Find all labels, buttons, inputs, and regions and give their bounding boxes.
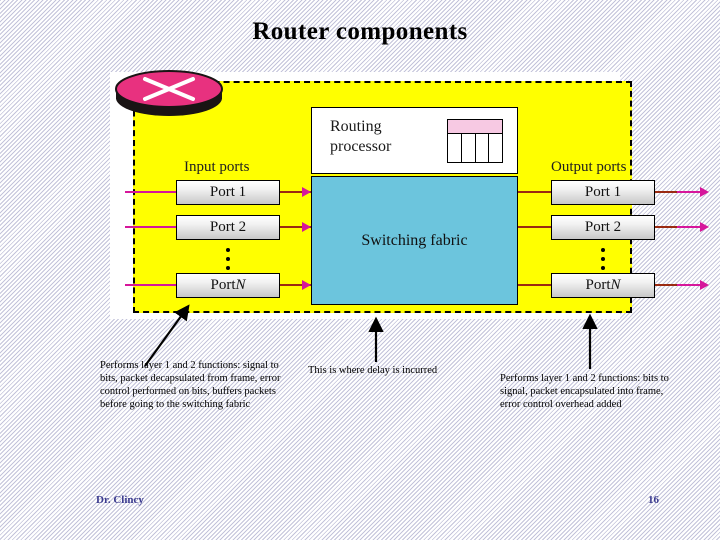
switching-fabric-box: Switching fabric (311, 176, 518, 305)
input-link-2-internal (279, 226, 311, 228)
routing-table-column (462, 134, 476, 162)
page-title: Router components (252, 18, 468, 45)
ellipsis-dot (601, 248, 605, 252)
routing-table-column (448, 134, 462, 162)
pointer-arrow-output-ports (582, 313, 598, 369)
input-port-n-label-prefix: Port (210, 277, 236, 293)
switching-fabric-label: Switching fabric (361, 231, 468, 249)
output-link-1-external (677, 191, 703, 193)
input-link-n-internal (279, 284, 311, 286)
output-arrow-n (700, 280, 709, 290)
output-arrow-1 (700, 187, 709, 197)
routing-table-header-row (448, 120, 502, 134)
ellipsis-dot (226, 266, 230, 270)
routing-table-columns (448, 134, 502, 162)
routing-table-column (476, 134, 490, 162)
output-port-1-label: Port 1 (584, 184, 622, 200)
output-port-2[interactable]: Port 2 (551, 215, 655, 240)
input-arrow-2 (302, 222, 311, 232)
input-link-2-external (125, 226, 177, 228)
output-link-1-exit (655, 191, 677, 193)
routing-processor-label: Routing processor (330, 117, 430, 157)
ellipsis-dot (601, 266, 605, 270)
annotation-output-ports: Performs layer 1 and 2 functions: bits t… (500, 373, 669, 410)
output-port-n[interactable]: Port N (551, 273, 655, 298)
footer-author: Dr. Clincy (96, 494, 144, 506)
routing-table-column (489, 134, 502, 162)
ellipsis-dot (226, 257, 230, 261)
input-port-2-label: Port 2 (209, 219, 247, 235)
input-arrow-1 (302, 187, 311, 197)
input-ports-heading: Input ports (184, 159, 250, 175)
annotation-switching-fabric: This is where delay is incurred (308, 365, 438, 376)
input-arrow-n (302, 280, 311, 290)
input-port-1-label: Port 1 (209, 184, 247, 200)
input-port-2[interactable]: Port 2 (176, 215, 280, 240)
output-link-2-external (677, 226, 703, 228)
output-ports-heading: Output ports (551, 159, 627, 175)
ellipsis-dot (601, 257, 605, 261)
input-port-n-label-italic: N (235, 277, 246, 293)
input-ports-ellipsis (223, 248, 233, 270)
ellipsis-dot (226, 248, 230, 252)
output-port-n-label-prefix: Port (585, 277, 611, 293)
input-port-1[interactable]: Port 1 (176, 180, 280, 205)
output-link-2-internal (518, 226, 551, 228)
output-port-2-label: Port 2 (584, 219, 622, 235)
footer-page-number: 16 (648, 494, 659, 506)
routing-table-icon (447, 119, 503, 163)
annotation-input-ports: Performs layer 1 and 2 functions: signal… (100, 360, 281, 410)
pointer-arrow-switching-fabric (368, 316, 384, 362)
output-link-n-internal (518, 284, 551, 286)
output-ports-ellipsis (598, 248, 608, 270)
output-arrow-2 (700, 222, 709, 232)
output-link-n-exit (655, 284, 677, 286)
router-cylinder-icon (115, 70, 223, 116)
input-link-n-external (125, 284, 177, 286)
output-port-n-label-italic: N (610, 277, 621, 293)
routing-processor-label-line1: Routing (330, 118, 382, 135)
output-link-n-external (677, 284, 703, 286)
input-link-1-external (125, 191, 177, 193)
routing-processor-label-line2: processor (330, 138, 392, 155)
input-link-1-internal (279, 191, 311, 193)
routing-processor-box: Routing processor (311, 107, 518, 174)
input-port-n[interactable]: Port N (176, 273, 280, 298)
output-port-1[interactable]: Port 1 (551, 180, 655, 205)
output-link-2-exit (655, 226, 677, 228)
output-link-1-internal (518, 191, 551, 193)
